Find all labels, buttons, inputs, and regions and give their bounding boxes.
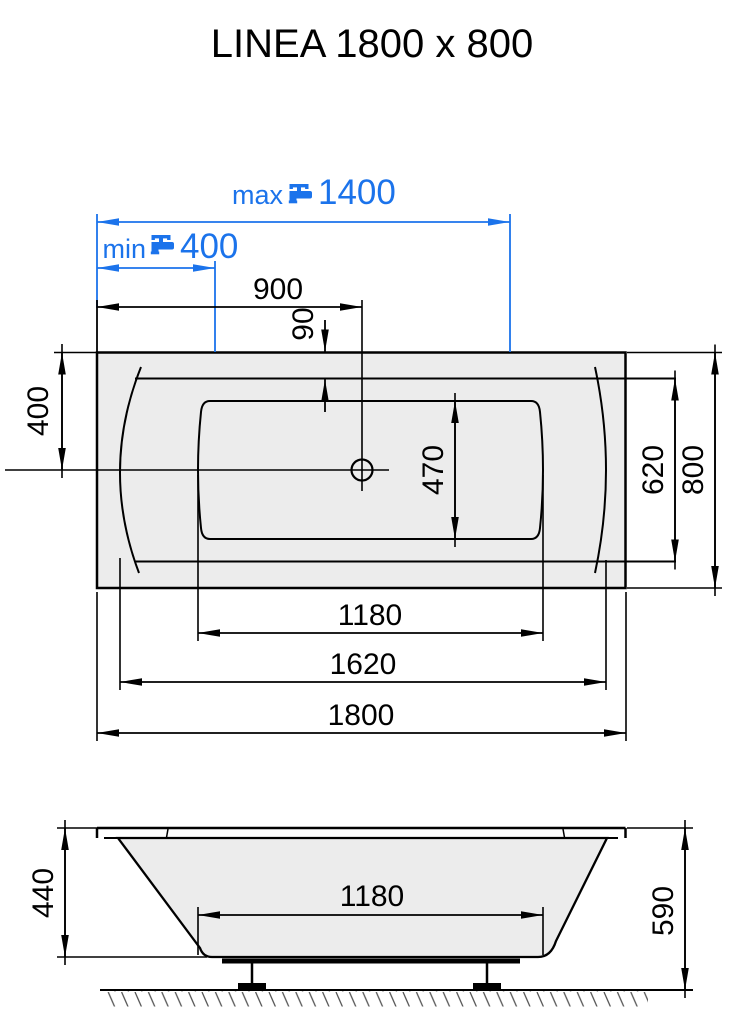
faucet-icon [288,184,312,204]
dim-overall-length: 1800 [96,592,627,741]
side-view: 440 1180 590 [27,820,693,1007]
drain-icon [350,458,374,482]
svg-text:90: 90 [287,307,320,340]
svg-text:620: 620 [637,445,670,495]
dim-bottom-length-side: 1180 [197,880,544,955]
dim-bottom-width: 470 [417,393,459,547]
tub-rim-right-arc [594,366,607,574]
plan-view: max 1400 min 400 900 90 400 [5,173,722,741]
tub-side-profile [115,836,609,959]
page-title: LINEA 1800 x 800 [211,22,533,66]
svg-text:1620: 1620 [330,648,397,681]
svg-text:800: 800 [677,445,710,495]
dim-bottom-length-plan: 1180 [197,475,544,641]
dim-depth: 440 [27,820,207,965]
dim-faucet-min: 400 [180,227,238,266]
ground-hatch [103,991,648,1007]
dim-drain-from-top: 400 [22,344,98,478]
faucet-min-label: min [102,234,146,264]
dim-rim-inset: 90 [287,307,329,412]
dim-drain-from-left: 900 [96,273,362,353]
svg-text:470: 470 [417,445,450,495]
rim-edge-tick [165,828,169,838]
dim-overall-height: 590 [627,820,693,998]
faucet-position-dimensions: max 1400 min 400 [96,173,511,352]
svg-text:440: 440 [27,868,60,918]
dim-faucet-max: 1400 [318,173,396,212]
dim-rim-length: 1620 [119,558,607,690]
svg-text:590: 590 [647,886,680,936]
tub-foot-pad-right [473,983,501,990]
svg-text:1800: 1800 [328,699,395,732]
dim-overall-width: 800 [627,344,722,596]
tub-foot-pad-left [238,983,266,990]
svg-text:400: 400 [22,386,55,436]
svg-text:900: 900 [253,273,303,306]
tub-bottom-outline [197,400,544,540]
svg-text:1180: 1180 [340,880,405,913]
faucet-max-label: max [232,180,284,210]
dim-rim-width: 620 [637,370,679,570]
svg-text:1180: 1180 [338,599,403,632]
rim-edge-tick [562,828,566,838]
faucet-icon [150,235,174,255]
